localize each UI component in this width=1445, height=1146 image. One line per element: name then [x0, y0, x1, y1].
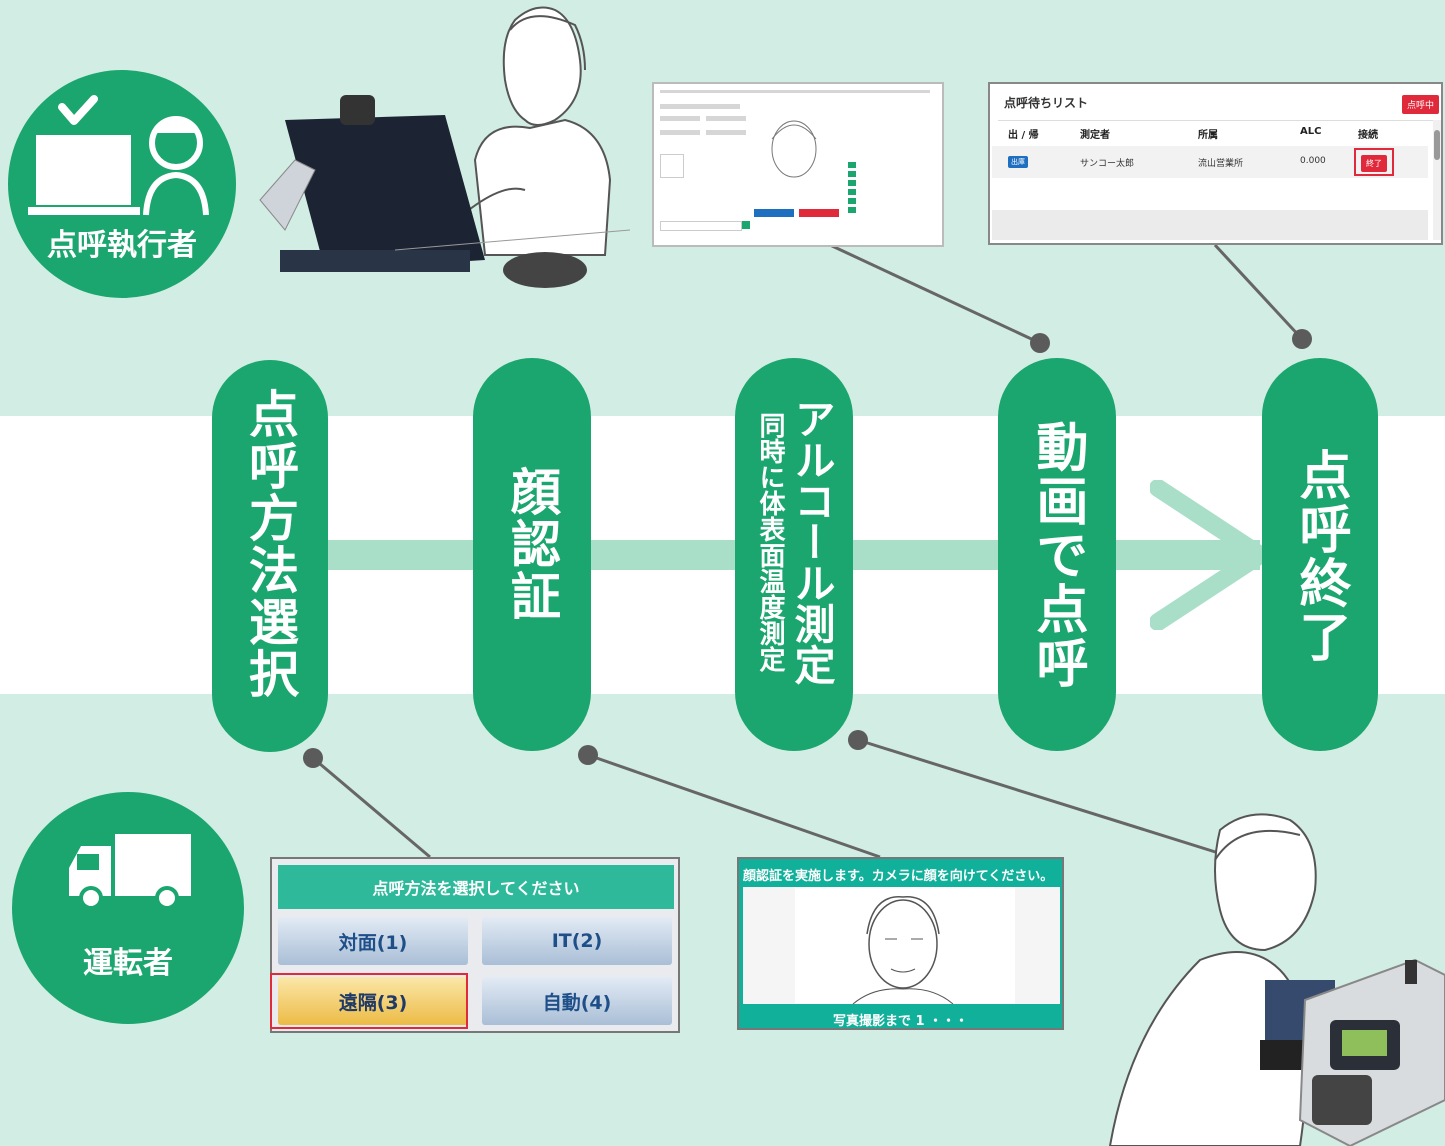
face-preview-image	[852, 896, 954, 1004]
col-connect: 接続	[1358, 130, 1378, 141]
operator-app-screenshot	[652, 82, 944, 247]
operator-badge: 点呼執行者	[8, 70, 236, 298]
step-alcohol-label: アルコール測定	[787, 398, 835, 685]
operator-laptop-icon	[28, 95, 209, 216]
face-auth-footer: 写真撮影まで 1 ・・・	[832, 1014, 969, 1029]
driver-badge: 運転者	[12, 792, 244, 1024]
measurer-name: サンコー太郎	[1080, 159, 1135, 169]
dept-name: 流山営業所	[1198, 159, 1244, 169]
direction-badge: 出庫	[1008, 156, 1028, 168]
operator-desk-illustration	[259, 6, 631, 288]
step-face-auth-label: 顔認証	[503, 466, 561, 622]
step-rollcall-end: 点呼終了	[1262, 358, 1378, 751]
in-session-button[interactable]: 点呼中	[1402, 95, 1440, 114]
step-video-rollcall: 動画で点呼	[998, 358, 1116, 751]
camera-preview	[743, 887, 1060, 1004]
connector-dot	[848, 730, 868, 750]
face-auth-screenshot: 顔認証を実施します。カメラに顔を向けてください。 写真撮影まで 1 ・・・	[737, 857, 1064, 1030]
method-it-button[interactable]: IT(2)	[482, 917, 672, 965]
face-auth-header: 顔認証を実施します。カメラに顔を向けてください。	[743, 869, 1054, 884]
step-method-select-label: 点呼方法選択	[241, 388, 299, 700]
col-measurer: 測定者	[1080, 130, 1110, 141]
step-method-select: 点呼方法選択	[212, 360, 328, 752]
method-face-to-face-button[interactable]: 対面(1)	[278, 917, 468, 965]
driver-device-illustration	[1108, 813, 1445, 1146]
operator-app-face-image	[771, 120, 817, 178]
connector-dot	[1292, 329, 1312, 349]
method-select-header: 点呼方法を選択してください	[278, 865, 674, 909]
end-button-highlight: 終了	[1354, 148, 1394, 176]
flow-arrow-icon	[1150, 480, 1269, 630]
driver-label: 運転者	[83, 946, 173, 981]
step-alcohol: アルコール測定 同時に体表面温度測定	[735, 358, 853, 751]
queue-scrollbar[interactable]	[1433, 120, 1441, 240]
step-video-rollcall-label: 動画で点呼	[1027, 420, 1087, 690]
truck-icon	[69, 834, 191, 910]
alc-value: 0.000	[1300, 156, 1326, 166]
connector-dot	[303, 748, 323, 768]
operator-label: 点呼執行者	[47, 228, 197, 263]
connector-dot	[1030, 333, 1050, 353]
step-alcohol-sublabel: 同時に体表面温度測定	[755, 412, 785, 672]
connector-dot	[578, 745, 598, 765]
table-row: 出庫 サンコー太郎 流山営業所 0.000 終了	[992, 146, 1428, 178]
col-dept: 所属	[1198, 130, 1218, 141]
method-auto-button[interactable]: 自動(4)	[482, 977, 672, 1025]
step-face-auth: 顔認証	[473, 358, 591, 751]
method-select-screenshot: 点呼方法を選択してください 対面(1) IT(2) 遠隔(3) 自動(4)	[270, 857, 680, 1033]
queue-header: 出 / 帰 測定者 所属 ALC 接続	[990, 126, 1430, 141]
col-direction: 出 / 帰	[1008, 130, 1039, 141]
method-remote-highlight	[270, 973, 468, 1029]
step-rollcall-end-label: 点呼終了	[1290, 448, 1350, 664]
queue-screenshot: 点呼待ちリスト 点呼中 出 / 帰 測定者 所属 ALC 接続 出庫 サンコー太…	[988, 82, 1443, 245]
end-button[interactable]: 終了	[1361, 155, 1387, 172]
queue-title: 点呼待ちリスト	[1004, 96, 1089, 110]
col-alc: ALC	[1300, 126, 1322, 137]
method-remote-button[interactable]: 遠隔(3)	[278, 977, 468, 1025]
